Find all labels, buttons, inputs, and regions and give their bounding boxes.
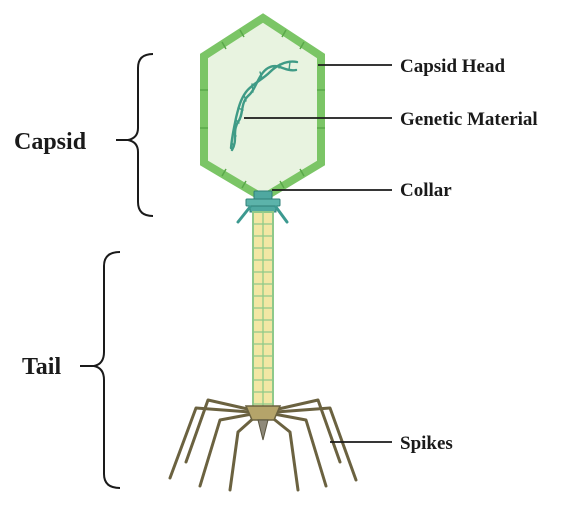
label-capsid-group: Capsid [14,129,87,155]
tail-bracket [94,252,120,488]
label-collar: Collar [400,180,452,201]
capsid-head [200,18,325,198]
label-spikes: Spikes [400,433,453,454]
collar-whisker-left [238,207,250,222]
tail-sheath [253,212,273,410]
tail-fiber-8 [270,416,298,490]
tail-fiber-2 [170,408,250,478]
collar-plate [246,199,280,206]
tail-fiber-6 [276,408,356,480]
collar-whisker-right [276,207,287,222]
tail-pin [258,420,268,440]
label-capsid-head: Capsid Head [400,56,505,77]
label-tail-group: Tail [22,354,61,380]
capsid-bracket [128,54,153,216]
base-plate-body [246,406,280,420]
tail-fiber-4 [230,416,256,490]
collar-top [254,191,272,199]
capsid-head-outline [204,18,321,198]
label-genetic-material: Genetic Material [400,109,538,130]
base-plate [246,406,280,440]
